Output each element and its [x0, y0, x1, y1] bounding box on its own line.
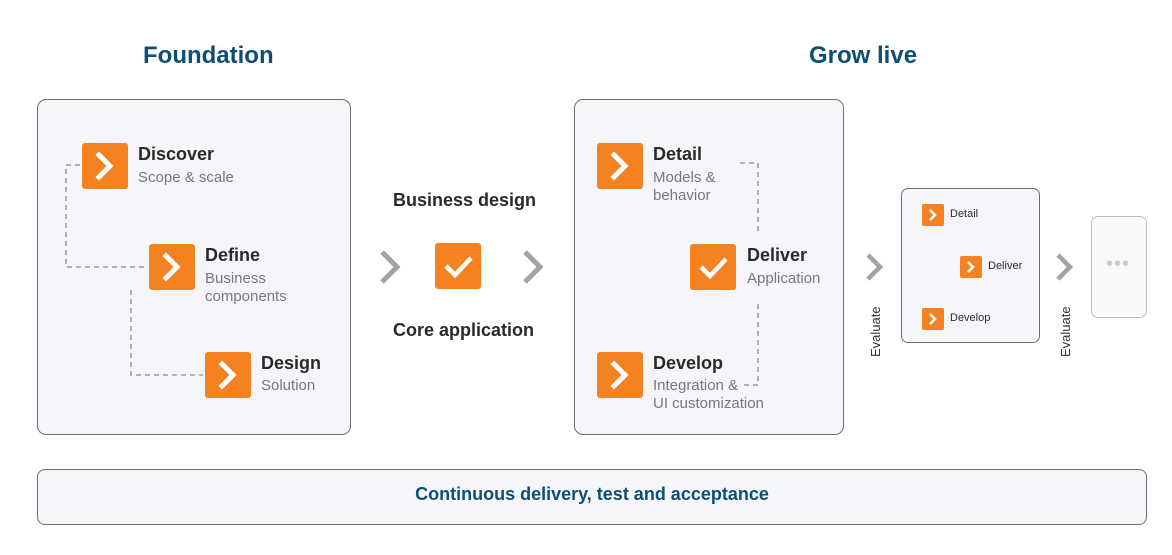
define-sub-2: components — [205, 288, 287, 305]
next-iteration-placeholder: ••• — [1091, 216, 1147, 318]
chevron-right-icon — [380, 250, 401, 284]
foundation-heading: Foundation — [143, 42, 274, 69]
mini-deliver-label: Deliver — [988, 260, 1023, 272]
mini-detail-label: Detail — [950, 208, 979, 220]
deliver-check-icon — [690, 244, 736, 290]
mini-deliver-step-icon — [960, 256, 982, 278]
deliver-sub: Application — [747, 270, 821, 287]
continuous-delivery-bar: Continuous delivery, test and acceptance — [37, 469, 1147, 525]
check-icon — [435, 243, 481, 289]
mini-develop-label: Develop — [950, 312, 991, 324]
design-title: Design — [261, 353, 322, 373]
detail-title: Detail — [653, 144, 703, 164]
more-dots-icon: ••• — [1106, 253, 1131, 275]
business-design-label: Business design — [393, 190, 537, 210]
deliver-title: Deliver — [747, 245, 808, 265]
chevron-right-icon — [1056, 253, 1074, 281]
continuous-delivery-label: Continuous delivery, test and acceptance — [415, 484, 769, 504]
discover-step-icon — [82, 143, 128, 189]
evaluate-label-1: Evaluate — [868, 306, 883, 357]
detail-step-icon — [597, 143, 643, 189]
evaluate-label-2: Evaluate — [1058, 306, 1073, 357]
chevron-right-icon — [523, 250, 544, 284]
define-sub-1: Business — [205, 270, 266, 287]
detail-sub-1: Models & — [653, 169, 716, 186]
detail-sub-2: behavior — [653, 187, 711, 204]
develop-step-icon — [597, 352, 643, 398]
design-step-icon — [205, 352, 251, 398]
mini-develop-step-icon — [922, 308, 944, 330]
foundation-connectors — [65, 164, 203, 376]
grow-connectors — [740, 162, 759, 386]
develop-sub-2: UI customization — [653, 395, 764, 412]
define-step-icon — [149, 244, 195, 290]
develop-title: Develop — [653, 353, 724, 373]
grow-live-heading: Grow live — [809, 42, 918, 69]
define-title: Define — [205, 245, 261, 265]
design-sub: Solution — [261, 377, 316, 394]
core-application-label: Core application — [393, 320, 535, 340]
mini-detail-step-icon — [922, 204, 944, 226]
discover-title: Discover — [138, 144, 215, 164]
discover-sub: Scope & scale — [138, 169, 234, 186]
chevron-right-icon — [866, 253, 884, 281]
develop-sub-1: Integration & — [653, 377, 739, 394]
